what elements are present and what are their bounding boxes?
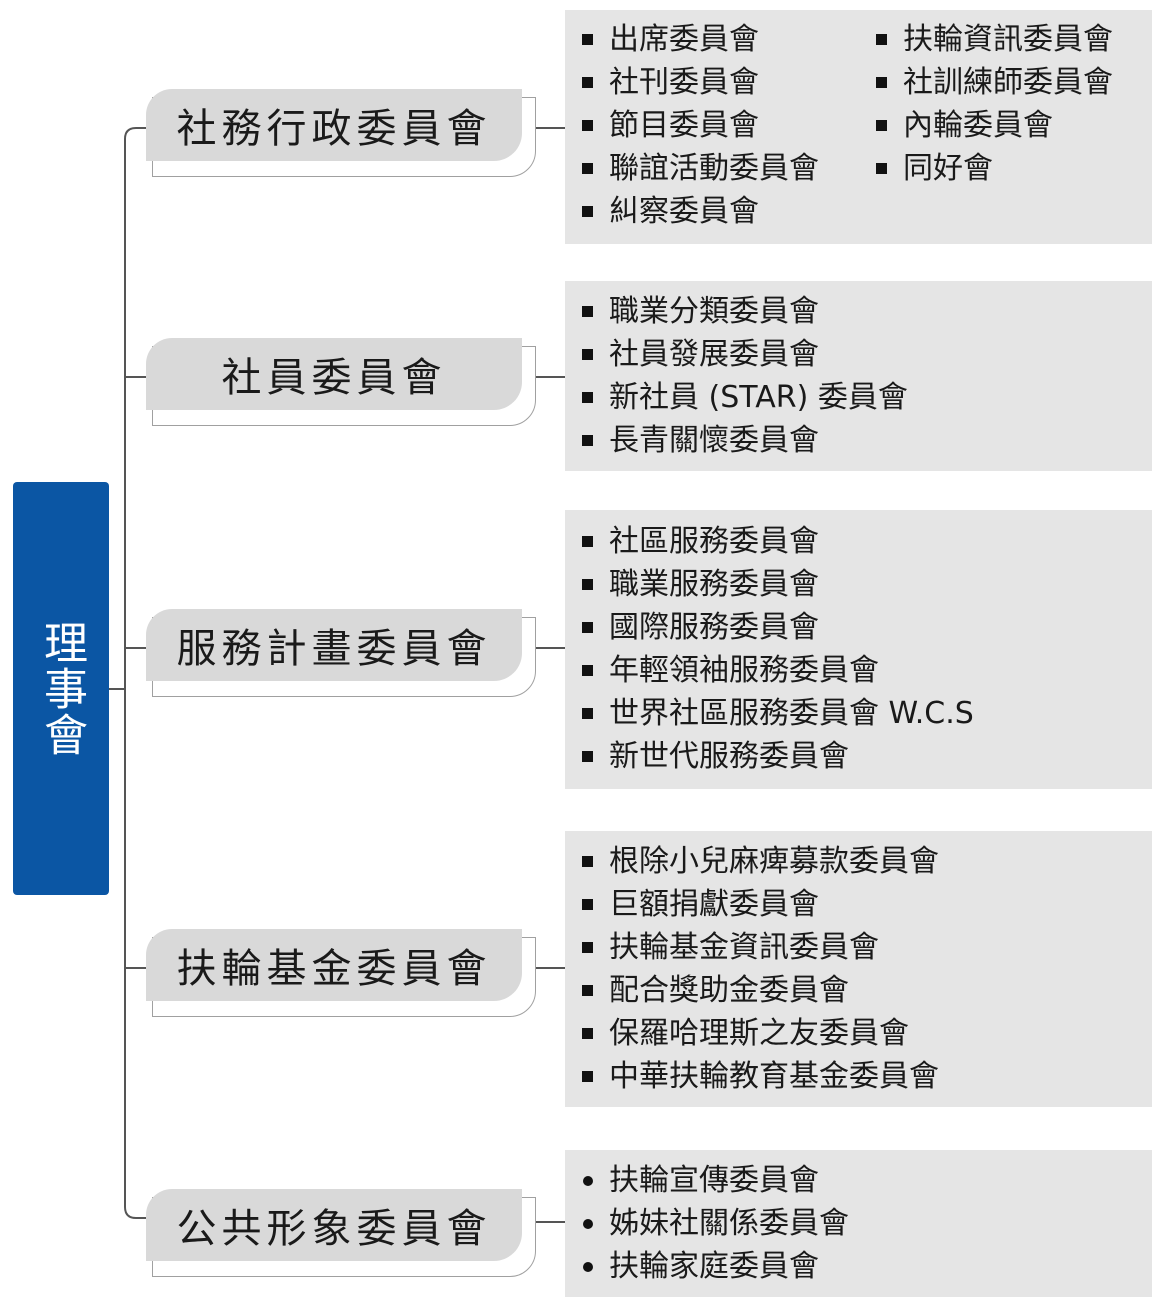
membership-list: 職業分類委員會 社員發展委員會 新社員 (STAR) 委員會 長青關懷委員會 bbox=[565, 290, 908, 462]
admin-list-col1: 出席委員會 社刊委員會 節目委員會 聯誼活動委員會 糾察委員會 bbox=[565, 18, 819, 233]
committee-membership: 社員委員會 bbox=[146, 338, 536, 426]
list-item: 扶輪家庭委員會 bbox=[565, 1245, 849, 1288]
list-item: 內輪委員會 bbox=[859, 104, 1113, 147]
panel-service: 社區服務委員會 職業服務委員會 國際服務委員會 年輕領袖服務委員會 世界社區服務… bbox=[565, 510, 1152, 789]
list-item: 根除小兒麻痺募款委員會 bbox=[565, 840, 939, 883]
committee-box: 公共形象委員會 bbox=[146, 1189, 522, 1261]
list-item: 扶輪資訊委員會 bbox=[859, 18, 1113, 61]
list-item: 聯誼活動委員會 bbox=[565, 147, 819, 190]
committee-label: 服務計畫委員會 bbox=[176, 626, 492, 672]
list-item: 節目委員會 bbox=[565, 104, 819, 147]
list-item: 職業服務委員會 bbox=[565, 563, 974, 606]
list-item: 職業分類委員會 bbox=[565, 290, 908, 333]
list-item: 新世代服務委員會 bbox=[565, 735, 974, 778]
list-item: 配合獎助金委員會 bbox=[565, 969, 939, 1012]
committee-box: 扶輪基金委員會 bbox=[146, 929, 522, 1001]
list-item: 扶輪基金資訊委員會 bbox=[565, 926, 939, 969]
list-item: 出席委員會 bbox=[565, 18, 819, 61]
panel-public-image: 扶輪宣傳委員會 姊妹社關係委員會 扶輪家庭委員會 bbox=[565, 1150, 1152, 1297]
service-list: 社區服務委員會 職業服務委員會 國際服務委員會 年輕領袖服務委員會 世界社區服務… bbox=[565, 520, 974, 778]
list-item: 年輕領袖服務委員會 bbox=[565, 649, 974, 692]
committee-label: 扶輪基金委員會 bbox=[176, 946, 492, 992]
committee-admin: 社務行政委員會 bbox=[146, 89, 536, 177]
list-item: 中華扶輪教育基金委員會 bbox=[565, 1055, 939, 1098]
list-item: 社區服務委員會 bbox=[565, 520, 974, 563]
list-item: 糾察委員會 bbox=[565, 190, 819, 233]
committee-box: 服務計畫委員會 bbox=[146, 609, 522, 681]
committee-box: 社員委員會 bbox=[146, 338, 522, 410]
committee-foundation: 扶輪基金委員會 bbox=[146, 929, 536, 1017]
panel-membership: 職業分類委員會 社員發展委員會 新社員 (STAR) 委員會 長青關懷委員會 bbox=[565, 281, 1152, 471]
public-image-list: 扶輪宣傳委員會 姊妹社關係委員會 扶輪家庭委員會 bbox=[565, 1159, 849, 1288]
list-item: 新社員 (STAR) 委員會 bbox=[565, 376, 908, 419]
committee-label: 社員委員會 bbox=[221, 355, 447, 401]
list-item: 社員發展委員會 bbox=[565, 333, 908, 376]
list-item: 社訓練師委員會 bbox=[859, 61, 1113, 104]
committee-service: 服務計畫委員會 bbox=[146, 609, 536, 697]
list-item: 長青關懷委員會 bbox=[565, 419, 908, 462]
committee-label: 社務行政委員會 bbox=[176, 106, 492, 152]
foundation-list: 根除小兒麻痺募款委員會 巨額捐獻委員會 扶輪基金資訊委員會 配合獎助金委員會 保… bbox=[565, 840, 939, 1098]
list-item: 巨額捐獻委員會 bbox=[565, 883, 939, 926]
list-item: 扶輪宣傳委員會 bbox=[565, 1159, 849, 1202]
admin-list-col2: 扶輪資訊委員會 社訓練師委員會 內輪委員會 同好會 bbox=[859, 18, 1113, 190]
committee-public-image: 公共形象委員會 bbox=[146, 1189, 536, 1277]
committee-label: 公共形象委員會 bbox=[176, 1206, 492, 1252]
committee-box: 社務行政委員會 bbox=[146, 89, 522, 161]
list-item: 社刊委員會 bbox=[565, 61, 819, 104]
panel-admin: 出席委員會 社刊委員會 節目委員會 聯誼活動委員會 糾察委員會 扶輪資訊委員會 … bbox=[565, 10, 1152, 244]
list-item: 同好會 bbox=[859, 147, 1113, 190]
list-item: 保羅哈理斯之友委員會 bbox=[565, 1012, 939, 1055]
board-label: 理事會 bbox=[36, 619, 87, 758]
list-item: 世界社區服務委員會 W.C.S bbox=[565, 692, 974, 735]
board-node: 理事會 bbox=[13, 482, 109, 895]
list-item: 國際服務委員會 bbox=[565, 606, 974, 649]
panel-foundation: 根除小兒麻痺募款委員會 巨額捐獻委員會 扶輪基金資訊委員會 配合獎助金委員會 保… bbox=[565, 831, 1152, 1107]
list-item: 姊妹社關係委員會 bbox=[565, 1202, 849, 1245]
